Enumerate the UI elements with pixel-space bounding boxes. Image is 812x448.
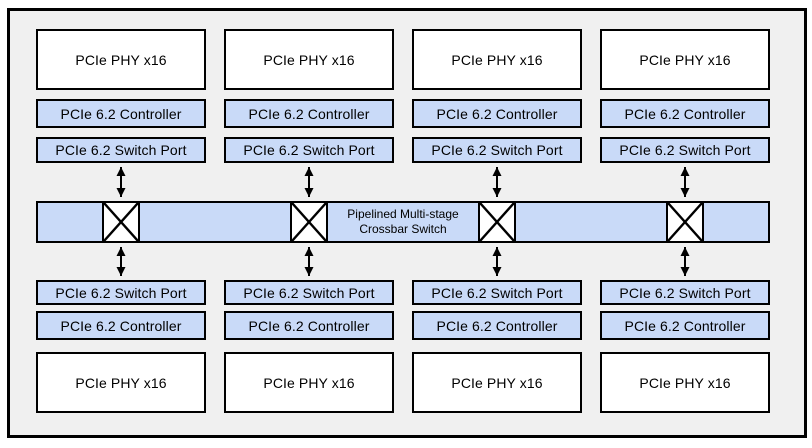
pcie-phy-box: PCIe PHY x16 [36, 352, 206, 413]
pcie-phy-box: PCIe PHY x16 [600, 29, 770, 90]
pcie-controller-box: PCIe 6.2 Controller [224, 311, 394, 340]
crossbar-x-icon [666, 201, 704, 243]
crossbar-x-icon [290, 201, 328, 243]
crossbar-x-icon [102, 201, 140, 243]
pcie-controller-box: PCIe 6.2 Controller [600, 311, 770, 340]
pcie-switch-port-box: PCIe 6.2 Switch Port [36, 280, 206, 305]
pcie-controller-box: PCIe 6.2 Controller [36, 99, 206, 128]
pcie-controller-box: PCIe 6.2 Controller [224, 99, 394, 128]
crossbar-label-line1: Pipelined Multi-stage [347, 207, 459, 221]
crossbar-switch-bar [36, 201, 770, 243]
pcie-switch-port-box: PCIe 6.2 Switch Port [224, 280, 394, 305]
crossbar-label: Pipelined Multi-stage Crossbar Switch [318, 201, 488, 243]
pcie-switch-port-box: PCIe 6.2 Switch Port [36, 137, 206, 163]
pcie-controller-box: PCIe 6.2 Controller [36, 311, 206, 340]
pcie-phy-box: PCIe PHY x16 [224, 29, 394, 90]
pcie-switch-port-box: PCIe 6.2 Switch Port [412, 137, 582, 163]
pcie-switch-port-box: PCIe 6.2 Switch Port [600, 280, 770, 305]
pcie-phy-box: PCIe PHY x16 [412, 352, 582, 413]
pcie-phy-box: PCIe PHY x16 [412, 29, 582, 90]
pcie-phy-box: PCIe PHY x16 [224, 352, 394, 413]
pcie-phy-box: PCIe PHY x16 [600, 352, 770, 413]
crossbar-label-line2: Crossbar Switch [359, 222, 447, 236]
crossbar-x-icon [478, 201, 516, 243]
pcie-controller-box: PCIe 6.2 Controller [412, 99, 582, 128]
pcie-controller-box: PCIe 6.2 Controller [412, 311, 582, 340]
pcie-controller-box: PCIe 6.2 Controller [600, 99, 770, 128]
pcie-switch-port-box: PCIe 6.2 Switch Port [224, 137, 394, 163]
pcie-switch-port-box: PCIe 6.2 Switch Port [600, 137, 770, 163]
pcie-switch-port-box: PCIe 6.2 Switch Port [412, 280, 582, 305]
pcie-phy-box: PCIe PHY x16 [36, 29, 206, 90]
